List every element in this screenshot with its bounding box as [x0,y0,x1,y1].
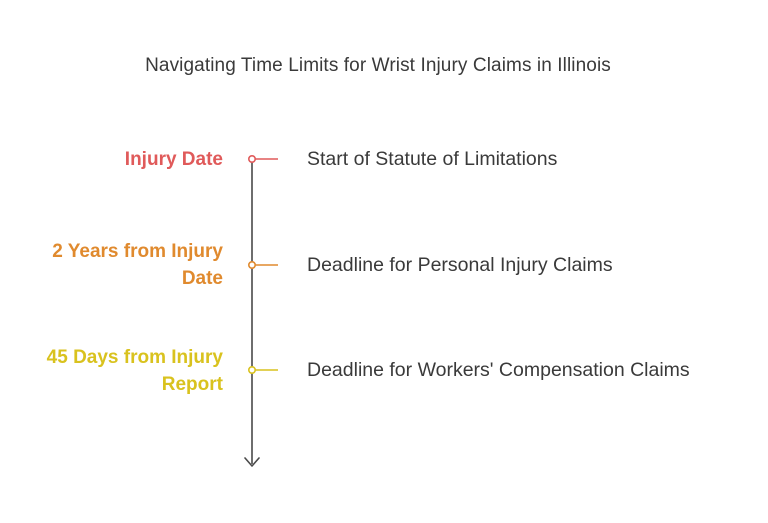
marker-dot-3 [248,365,257,374]
event-description-statute-start: Start of Statute of Limitations [307,148,558,170]
timeline-arrowhead [244,457,260,467]
marker-dot-2 [248,260,257,269]
event-label-injury-date: Injury Date [124,149,223,170]
timeline-marker-2 [248,260,278,269]
marker-dot-1 [248,155,257,164]
event-description-workers-comp: Deadline for Workers' Compensation Claim… [307,359,690,381]
event-description-personal-injury: Deadline for Personal Injury Claims [307,254,613,276]
timeline-marker-1 [248,155,278,164]
event-label-forty-five-days: 45 Days from Injury Report [46,347,223,395]
event-label-two-years: 2 Years from Injury Date [52,241,223,289]
timeline-marker-3 [248,365,278,374]
diagram-title: Navigating Time Limits for Wrist Injury … [145,55,611,76]
